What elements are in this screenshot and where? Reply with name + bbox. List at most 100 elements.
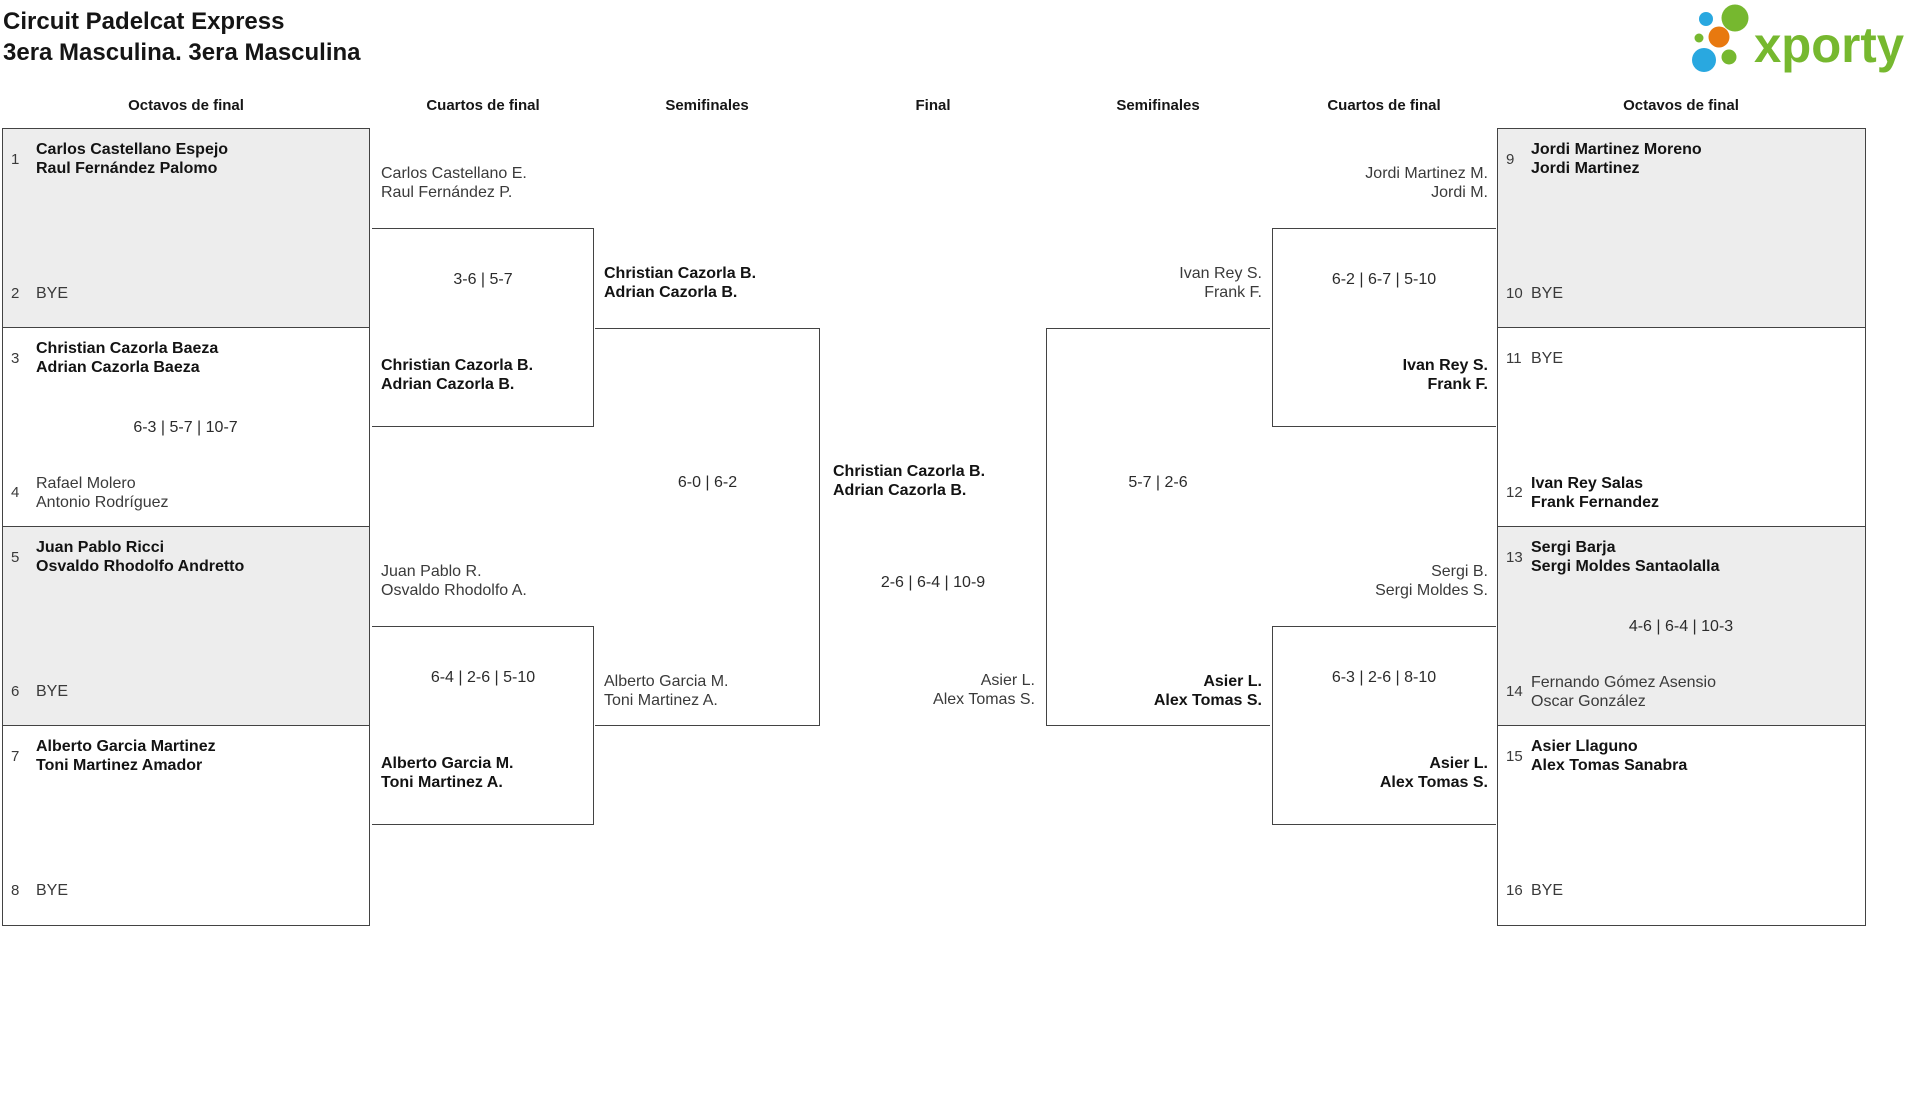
- team-name-line: Alex Tomas S.: [933, 691, 1035, 708]
- team-name-line: Sergi Moldes Santaolalla: [1531, 558, 1720, 575]
- match-score: 5-7 | 2-6: [1128, 474, 1188, 491]
- seed-number: 11: [1506, 349, 1522, 367]
- match-score: 6-4 | 2-6 | 5-10: [430, 669, 536, 686]
- match-score: 4-6 | 6-4 | 10-3: [1628, 618, 1734, 635]
- team-name-line: Frank F.: [1204, 284, 1262, 301]
- team-name-line: BYE: [36, 285, 69, 302]
- seed-number: 16: [1506, 882, 1523, 899]
- xporty-logo-mark-icon: [1692, 4, 1749, 72]
- team-name-line: Christian Cazorla B.: [381, 357, 534, 374]
- team-name-line: Carlos Castellano E.: [381, 165, 527, 182]
- seed-number: 7: [11, 747, 20, 765]
- team-name-line: Osvaldo Rhodolfo A.: [381, 582, 527, 599]
- team-entry-top: Juan Pablo R. Osvaldo Rhodolfo A.: [381, 562, 527, 600]
- team-entry-bottom: Christian Cazorla B.Adrian Cazorla B.: [381, 356, 533, 394]
- team-name-line: BYE: [1531, 285, 1564, 302]
- team-entry-bottom: BYE: [36, 673, 68, 711]
- team-name-line: Rafael Molero: [36, 474, 136, 492]
- page-title: Circuit Padelcat Express 3era Masculina.…: [3, 6, 361, 68]
- team-name-line: Ivan Rey S.: [1179, 265, 1262, 282]
- connector-semifinal-right: [1046, 328, 1270, 726]
- seed-number: 8: [11, 882, 20, 899]
- team-entry-top: Jordi Martinez M.Jordi M.: [1365, 164, 1488, 202]
- team-entry-top: Carlos Castellano E. Raul Fernández P.: [381, 164, 527, 202]
- seed-number: 15: [1506, 747, 1523, 765]
- team-name-line: Ivan Rey S.: [1402, 357, 1488, 374]
- team-name-line: Asier L.: [980, 672, 1035, 689]
- team-name-line: Christian Cazorla B.: [833, 463, 986, 480]
- team-name-line: Sergi Barja: [1531, 539, 1616, 556]
- team-entry-bottom: BYE: [1531, 872, 1563, 910]
- team-entry-bottom: Alberto Garcia M.Toni Martinez A.: [604, 672, 728, 710]
- team-name-line: Ivan Rey Salas: [1531, 474, 1644, 492]
- team-name-line: Fernando Gómez Asensio: [1531, 673, 1716, 691]
- connector-cuartos-right-2: [1272, 626, 1496, 825]
- final-runnerup-entry: Asier L. Alex Tomas S.: [933, 671, 1035, 709]
- team-name-line: Frank F.: [1427, 376, 1488, 393]
- team-name-line: Raul Fernández P.: [381, 184, 513, 201]
- category-name: 3era Masculina. 3era Masculina: [3, 39, 361, 66]
- match-score: 3-6 | 5-7: [453, 271, 513, 288]
- round-header-3: Semifinales: [665, 97, 749, 114]
- team-name-line: Toni Martinez Amador: [36, 757, 203, 774]
- match-score: 6-3 | 5-7 | 10-7: [133, 419, 238, 436]
- final-champion-entry: Christian Cazorla B. Adrian Cazorla B.: [833, 462, 985, 500]
- team-name-line: Jordi Martinez Moreno: [1531, 141, 1702, 158]
- seed-number: 2: [11, 285, 20, 302]
- team-entry-top: Christian Cazorla B.Adrian Cazorla B.: [604, 264, 756, 302]
- team-name-line: Sergi B.: [1431, 563, 1488, 580]
- team-name-line: Jordi Martinez M.: [1365, 165, 1488, 182]
- match-score: 6-2 | 6-7 | 5-10: [1331, 271, 1437, 288]
- team-entry-bottom: Ivan Rey S. Frank F.: [1403, 356, 1488, 394]
- team-name-line: Carlos Castellano Espejo: [36, 141, 229, 158]
- team-name-line: Juan Pablo R.: [381, 563, 482, 580]
- team-name-line: Asier L.: [1429, 755, 1488, 772]
- seed-number: 3: [11, 349, 20, 367]
- team-name-line: Oscar González: [1531, 692, 1646, 710]
- team-name-line: Adrian Cazorla B.: [833, 482, 967, 499]
- connector-cuartos-right-1: [1272, 228, 1496, 427]
- team-name-line: BYE: [1531, 349, 1564, 367]
- team-name-line: BYE: [36, 683, 69, 700]
- team-entry-top: Sergi B.Sergi Moldes S.: [1375, 562, 1488, 600]
- connector-cuartos-left-2: [372, 626, 594, 825]
- seed-number: 6: [11, 683, 20, 700]
- team-name-line: Asier Llaguno: [1531, 738, 1638, 755]
- team-entry-bottom: BYE: [36, 275, 68, 313]
- team-name-line: Osvaldo Rhodolfo Andretto: [36, 558, 245, 575]
- round-header-2: Cuartos de final: [426, 97, 540, 114]
- team-entry-top: Ivan Rey S. Frank F.: [1179, 264, 1262, 302]
- round-header-5: Semifinales: [1116, 97, 1200, 114]
- seed-number: 12: [1506, 484, 1523, 501]
- team-name-line: Christian Cazorla Baeza: [36, 340, 219, 357]
- match-score: 6-0 | 6-2: [677, 474, 738, 491]
- round-header-7: Octavos de final: [1623, 97, 1739, 114]
- team-name-line: Christian Cazorla B.: [604, 265, 757, 282]
- round-header-1: Octavos de final: [128, 97, 244, 114]
- connector-semifinal-left: [595, 328, 820, 726]
- team-name-line: Adrian Cazorla Baeza: [36, 359, 200, 376]
- seed-number: 4: [11, 484, 20, 501]
- team-entry-bottom: Asier L.Alex Tomas S.: [1154, 672, 1262, 710]
- team-name-line: Alex Tomas S.: [1153, 692, 1262, 709]
- team-name-line: Juan Pablo Ricci: [36, 539, 165, 556]
- team-name-line: Antonio Rodríguez: [36, 493, 169, 511]
- team-entry-bottom: Alberto Garcia M.Toni Martinez A.: [381, 754, 513, 792]
- seed-number: 14: [1506, 683, 1523, 700]
- team-name-line: Alex Tomas Sanabra: [1531, 757, 1688, 774]
- team-entry-bottom: BYE: [36, 872, 68, 910]
- final-score: 2-6 | 6-4 | 10-9: [880, 574, 986, 591]
